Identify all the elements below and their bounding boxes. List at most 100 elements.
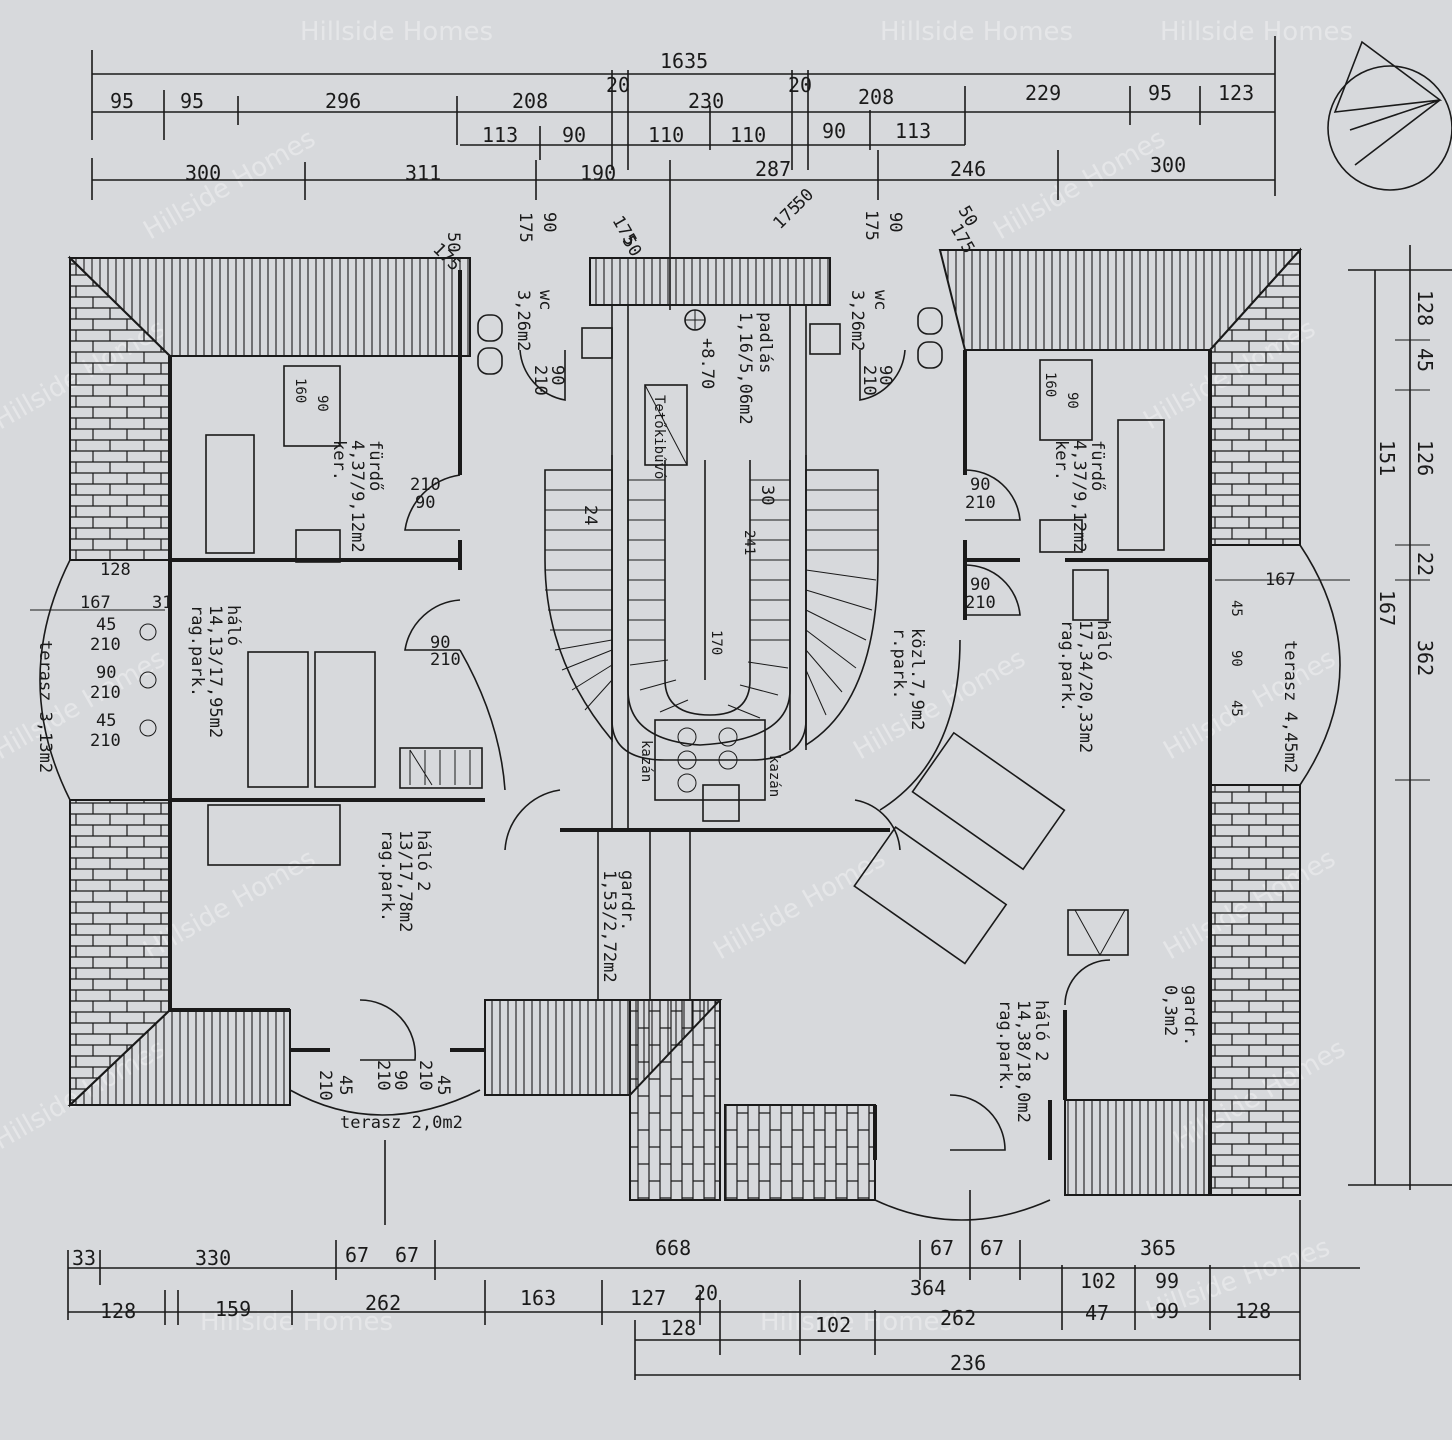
room-gardr-right-area: 0,3m2 <box>1160 985 1180 1036</box>
watermark: Hillside Homes <box>849 644 1031 767</box>
dim-top-r3-4: 287 <box>755 157 791 181</box>
dim-bot-8: 365 <box>1140 1236 1176 1260</box>
dim-top-r2-1: 113 <box>482 123 518 147</box>
room-kozl-name: közl.7,9m2 <box>907 628 927 730</box>
dim-top-r3-3: 190 <box>580 161 616 185</box>
dim-bot-2: 330 <box>195 1246 231 1270</box>
mark-tr-4: 90 <box>885 212 905 232</box>
elevation-marker: +8.70 <box>684 309 717 389</box>
door-210: 210 <box>965 593 996 613</box>
stair-30: 30 <box>757 485 777 505</box>
dim-bot-r2-8: 102 <box>1080 1269 1116 1293</box>
watermark: Hillside Homes <box>880 17 1073 47</box>
door-90: 90 <box>970 475 990 495</box>
room-gardr-name: gardr. <box>617 870 637 931</box>
door-90: 90 <box>1228 650 1244 667</box>
dim-top-4: 208 <box>512 89 548 113</box>
elevation-label: +8.70 <box>697 338 717 389</box>
room-halo-left-name: háló <box>223 605 243 646</box>
door-45: 45 <box>1228 700 1244 717</box>
dim-bot-overall: 236 <box>950 1351 986 1375</box>
dim-top-2: 95 <box>180 89 204 113</box>
door-210: 210 <box>90 635 121 655</box>
terrace-right: 167 terasz 4,45m2 45 90 45 <box>1215 544 1350 786</box>
dim-top-r3-5: 246 <box>950 157 986 181</box>
room-halo2-left-name: háló 2 <box>413 830 433 891</box>
dim-top-r2-2: 90 <box>562 123 586 147</box>
dim-top-r2-4: 110 <box>730 123 766 147</box>
room-labels: padlás 1,16/5,06m2 wc 3,26m2 wc 3,26m2 f… <box>187 290 1200 1133</box>
door-90: 90 <box>415 493 435 513</box>
dim-right-7: 362 <box>1413 640 1437 676</box>
door-90: 90 <box>970 575 990 595</box>
dim-overall: 1635 <box>660 49 708 73</box>
room-furdo-right-name: fürdő <box>1087 440 1107 491</box>
dim-top-r2-5: 90 <box>822 119 846 143</box>
dim-right-5: 22 <box>1413 552 1437 576</box>
watermark: Hillside Homes <box>989 124 1171 247</box>
dim-241: 241 <box>741 530 757 555</box>
dim-top-7: 20 <box>788 73 812 97</box>
watermark: Hillside Homes <box>1160 17 1353 47</box>
watermark: Hillside Homes <box>300 17 493 47</box>
door-210: 210 <box>315 1070 335 1101</box>
watermark: Hillside Homes <box>1159 644 1341 767</box>
room-kazan-right: kazán <box>766 755 782 797</box>
door-90: 90 <box>96 663 116 683</box>
room-terasz-left: terasz 3,13m2 <box>35 640 55 773</box>
room-furdo-right-area: 4,37/9,12m2 <box>1069 440 1089 553</box>
room-wc-left-area: 3,26m2 <box>513 290 533 351</box>
door-90: 90 <box>430 633 450 653</box>
door-45: 45 <box>96 615 116 635</box>
room-halo2-right-area: 14,38/18,0m2 <box>1013 1000 1033 1123</box>
door-210: 210 <box>373 1060 393 1091</box>
dim-bot-r2-2: 159 <box>215 1297 251 1321</box>
dim-bot-3: 67 <box>345 1243 369 1267</box>
room-halo-right-note: rag.park. <box>1057 620 1077 712</box>
door-90: 90 <box>547 365 567 385</box>
door-90: 90 <box>390 1070 410 1090</box>
mark-tl-1: 50 <box>443 232 463 252</box>
walls <box>168 270 1212 1195</box>
room-furdo-left-area: 4,37/9,12m2 <box>347 440 367 553</box>
dim-bot-r3-5: 99 <box>1155 1299 1179 1323</box>
dim-right-4: 126 <box>1413 440 1437 476</box>
dim-167: 167 <box>1265 570 1296 590</box>
door-210: 210 <box>410 475 441 495</box>
bed-90: 90 <box>1064 392 1080 409</box>
dim-top-9: 229 <box>1025 81 1061 105</box>
right-dimensions: 128 45 151 126 22 167 362 <box>1348 245 1452 1190</box>
door-90: 90 <box>875 365 895 385</box>
room-gardr-area: 1,53/2,72m2 <box>599 870 619 983</box>
door-210: 210 <box>859 365 879 396</box>
dim-167: 167 <box>80 593 111 613</box>
terrace-left: 128 167 31 45 210 90 210 45 210 terasz 3… <box>30 559 172 801</box>
watermark: Hillside Homes <box>0 644 171 767</box>
dim-bot-6: 67 <box>930 1236 954 1260</box>
dim-bot-r2-9: 99 <box>1155 1269 1179 1293</box>
dim-top-6: 230 <box>688 89 724 113</box>
room-padlas-area: 1,16/5,06m2 <box>735 312 755 425</box>
dim-top-3: 296 <box>325 89 361 113</box>
dim-31: 31 <box>152 593 172 613</box>
room-kazan-left: kazán <box>638 740 654 782</box>
dim-bot-r2-5: 127 <box>630 1286 666 1310</box>
room-halo-right-name: háló <box>1093 620 1113 661</box>
dim-bot-7: 67 <box>980 1236 1004 1260</box>
doors: 90 210 90 210 90 210 90 210 90 210 90 21… <box>289 349 1111 1221</box>
dim-right-1: 128 <box>1413 290 1437 326</box>
room-halo-right-area: 17,34/20,33m2 <box>1075 620 1095 753</box>
dim-top-10: 95 <box>1148 81 1172 105</box>
room-halo2-right-name: háló 2 <box>1031 1000 1051 1061</box>
dim-right-2: 45 <box>1413 348 1437 372</box>
watermark: Hillside Homes <box>139 124 321 247</box>
room-wc-right-name: wc <box>870 290 890 310</box>
roof-hatching <box>67 247 1303 1201</box>
door-210: 210 <box>530 365 550 396</box>
dim-top-r2-6: 113 <box>895 119 931 143</box>
door-210: 210 <box>965 493 996 513</box>
room-wc-right-area: 3,26m2 <box>847 290 867 351</box>
dim-top-8: 208 <box>858 85 894 109</box>
room-halo-left-note: rag.park. <box>187 605 207 697</box>
door-210: 210 <box>90 731 121 751</box>
